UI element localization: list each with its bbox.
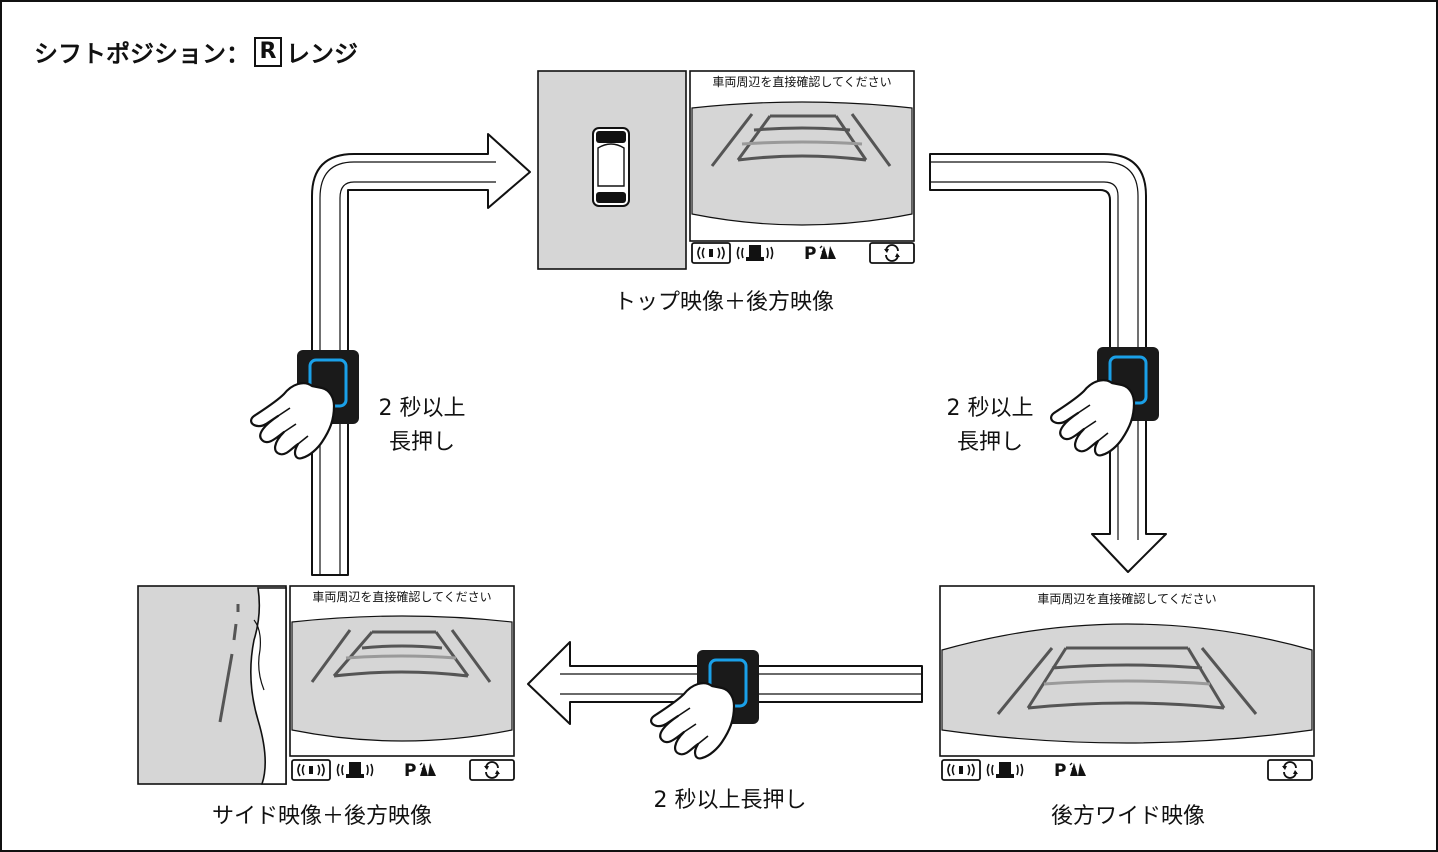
parking-assist-label: P: [804, 244, 816, 264]
title-suffix: レンジ: [286, 40, 358, 68]
caption-side-screen: サイド映像＋後方映像: [211, 804, 432, 829]
side-rear-view-image: [291, 615, 513, 742]
top-screen-message: 車両周辺を直接確認してください: [712, 75, 892, 89]
screen-side: [137, 585, 515, 785]
screen-top: [537, 70, 915, 270]
instruction-right-line1: 2 秒以上: [946, 396, 1034, 421]
instruction-right-line2: 長押し: [956, 430, 1023, 455]
parking-assist-label: P: [1054, 761, 1066, 781]
title-prefix: シフトポジション：: [34, 40, 250, 68]
instruction-left-line1: 2 秒以上: [378, 396, 466, 421]
sonar-icon: [691, 242, 731, 264]
car-top-icon: [592, 127, 630, 207]
side-screen-message: 車両周辺を直接確認してください: [312, 590, 492, 604]
flow-arrow-left: [311, 133, 531, 576]
range-letter-box: R: [254, 36, 282, 67]
wide-screen-message: 車両周辺を直接確認してください: [1037, 592, 1217, 606]
instruction-left-line2: 長押し: [388, 430, 455, 455]
sonar-icon: [291, 759, 331, 781]
rotate-icon[interactable]: [1267, 759, 1313, 781]
instruction-bottom: 2 秒以上長押し: [653, 788, 807, 813]
rotate-icon[interactable]: [869, 242, 915, 264]
sonar-icon: [941, 759, 981, 781]
rear-view-image: [691, 101, 913, 226]
caption-top-screen: トップ映像＋後方映像: [613, 290, 834, 315]
screen-wide: [939, 585, 1315, 781]
wide-view-image: [941, 623, 1313, 744]
instruction-left: 2 秒以上 長押し: [362, 392, 482, 460]
page-title: シフトポジション： R レンジ: [34, 34, 358, 69]
rotate-icon[interactable]: [469, 759, 515, 781]
caption-wide-screen: 後方ワイド映像: [1050, 804, 1205, 829]
instruction-right: 2 秒以上 長押し: [930, 392, 1050, 460]
parking-assist-label: P: [404, 761, 416, 781]
